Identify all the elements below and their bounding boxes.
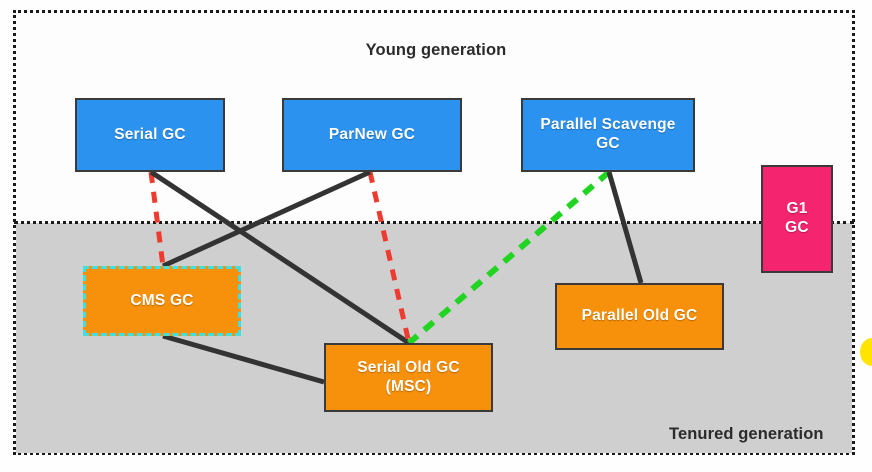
generation-divider-line <box>14 221 854 224</box>
collector-box-parallel-old-gc[interactable]: Parallel Old GC <box>555 283 724 350</box>
collector-label-parallel-scavenge-gc: Parallel Scavenge GC <box>540 116 675 154</box>
collector-label-serial-gc: Serial GC <box>114 125 186 143</box>
tenured-generation-region <box>16 223 852 453</box>
collector-box-parallel-scavenge-gc[interactable]: Parallel Scavenge GC <box>521 98 695 172</box>
collector-box-g1-gc[interactable]: G1 GC <box>761 165 833 273</box>
collector-label-cms-gc: CMS GC <box>130 291 194 309</box>
edge-marker-icon <box>860 338 872 366</box>
young-generation-label: Young generation <box>365 41 507 59</box>
collector-box-parnew-gc[interactable]: ParNew GC <box>282 98 462 172</box>
collector-label-parallel-scavenge-gc-line1: Parallel Scavenge <box>540 116 676 134</box>
collector-label-serial-old-gc-line2: (MSC) <box>385 377 432 395</box>
collector-label-parallel-old-gc: Parallel Old GC <box>581 307 698 325</box>
collector-label-parnew-gc: ParNew GC <box>328 125 416 143</box>
collector-box-serial-gc[interactable]: Serial GC <box>75 98 225 172</box>
collector-label-parallel-scavenge-gc-line2: GC <box>596 135 620 152</box>
collector-box-serial-old-gc[interactable]: Serial Old GC (MSC) <box>324 343 493 412</box>
collector-label-g1-gc-line2: GC <box>785 219 809 236</box>
tenured-generation-label: Tenured generation <box>669 425 824 443</box>
collector-label-g1-gc-line1: G1 <box>786 200 808 218</box>
collector-label-g1-gc: G1 GC <box>785 200 809 238</box>
collector-label-serial-old-gc-line1: Serial Old GC <box>357 358 460 376</box>
collector-box-cms-gc[interactable]: CMS GC <box>83 266 241 336</box>
collector-label-serial-old-gc: Serial Old GC (MSC) <box>357 359 460 397</box>
